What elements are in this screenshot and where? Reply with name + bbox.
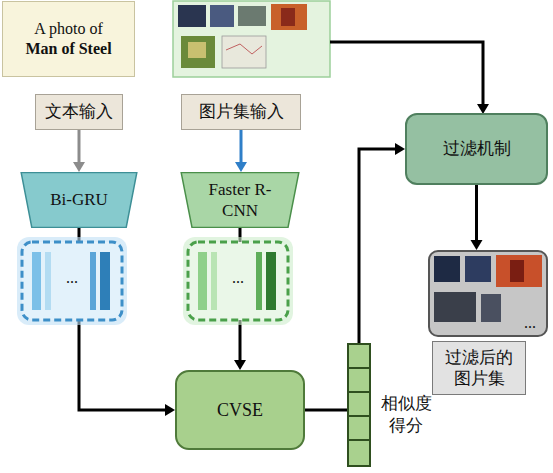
node-text: 过滤后的 图片集 (441, 347, 517, 390)
process-box: 过滤机制 (405, 113, 548, 185)
node-text: Faster R-CNN (195, 179, 285, 222)
node-text: ... (524, 313, 536, 333)
flow-arrow (234, 228, 246, 370)
process-box: 文本输入 (35, 94, 123, 130)
process-box: 过滤后的 图片集 (432, 341, 526, 395)
text-feature-map (17, 237, 127, 325)
node-text: Bi-GRU (50, 189, 108, 210)
image-set-input (173, 1, 330, 77)
score-vector (348, 344, 370, 466)
process-box: 图片集输入 (181, 94, 301, 130)
node-text: A photo of (34, 19, 102, 39)
flow-arrow (305, 143, 405, 410)
flow-arrow (73, 130, 85, 172)
image-feature-map (183, 237, 293, 325)
score-label: 相似度 得分 (376, 392, 436, 436)
node-text: Man of Steel (25, 39, 111, 59)
encoder-trapezoid: Faster R-CNN (180, 172, 300, 228)
output-panel: ... (428, 250, 548, 337)
process-box: CVSE (175, 370, 305, 450)
flow-arrow (79, 228, 175, 416)
node-text: 图片集输入 (199, 101, 284, 122)
node-text: CVSE (217, 399, 263, 422)
image-set-arrow (330, 42, 489, 114)
encoder-trapezoid: Bi-GRU (20, 172, 138, 228)
node-text: 文本输入 (45, 101, 113, 122)
node-text: 过滤机制 (443, 138, 511, 159)
ellipsis-mark: ... (60, 268, 84, 289)
flow-arrow (235, 130, 247, 172)
ellipsis-mark: ... (226, 268, 250, 289)
text-input-box: A photo ofMan of Steel (2, 1, 135, 77)
flow-arrow (471, 185, 483, 250)
